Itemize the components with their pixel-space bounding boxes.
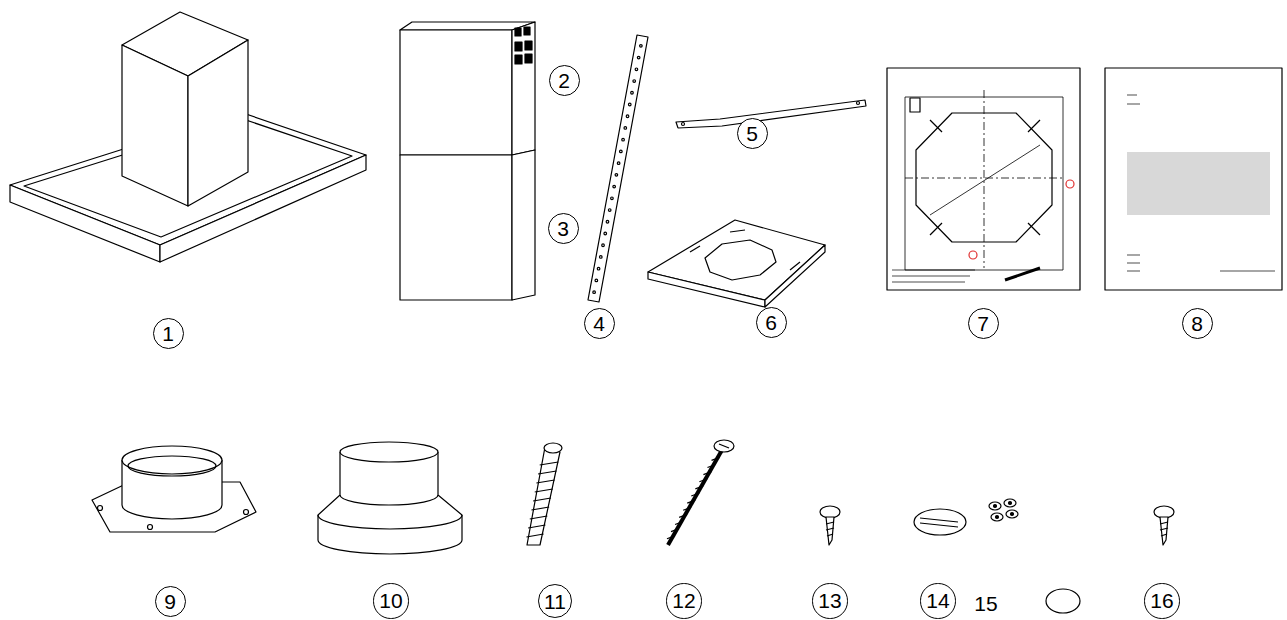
part-number: 15: [974, 593, 997, 614]
callout-number: 13: [812, 583, 847, 618]
plug-rib: [530, 516, 548, 519]
strip-hole: [613, 185, 616, 188]
callout-number: 12: [666, 583, 701, 618]
plug-rib: [540, 462, 559, 465]
chimney-cover: [400, 22, 535, 300]
mounting-plate: [648, 220, 825, 307]
plug-rib: [536, 480, 554, 483]
strip-hole: [593, 291, 596, 294]
screw-thread: [691, 493, 699, 496]
duct-flange: [92, 446, 256, 532]
strip-hole: [640, 45, 643, 48]
strip-hole: [602, 244, 605, 247]
strip-hole: [617, 162, 620, 165]
strip-hole: [595, 279, 598, 282]
strip-hole: [637, 56, 640, 59]
o-ring: [1046, 589, 1080, 613]
callout-number: 6: [756, 307, 787, 338]
screw-thread: [703, 472, 711, 475]
short-screw: [820, 506, 840, 545]
callout-number: 11: [538, 584, 572, 618]
strip-hole: [633, 80, 636, 83]
callout-number: 14: [920, 583, 955, 618]
duct-reducer: [318, 442, 462, 554]
callout-number: 2: [549, 65, 580, 96]
strip-hole: [628, 103, 631, 106]
plug-rib: [528, 525, 545, 528]
callout-number: 3: [548, 213, 579, 244]
screw-thread: [707, 465, 715, 468]
callout-number: 4: [584, 308, 615, 339]
washer: [989, 499, 1018, 521]
callout-number: 16: [1144, 583, 1179, 618]
mounting-strip: [588, 35, 648, 302]
strip-hole: [624, 127, 627, 130]
callout-number: 9: [155, 586, 186, 617]
callout-number: 7: [968, 308, 999, 339]
screw-thread: [675, 522, 683, 525]
screw-thread: [667, 536, 675, 539]
plug-rib: [526, 534, 543, 537]
screw-thread: [671, 529, 679, 532]
screw-thread: [683, 507, 691, 510]
screw-thread: [695, 486, 703, 489]
strip-hole: [631, 91, 634, 94]
cover-plate: [914, 509, 966, 535]
strip-hole: [611, 197, 614, 200]
strip-hole: [604, 232, 607, 235]
short-screw: [1154, 506, 1174, 545]
strip-hole: [608, 209, 611, 212]
strip-hole: [635, 68, 638, 71]
screw-thread: [699, 479, 707, 482]
plug-rib: [538, 471, 556, 474]
drilling-template: [887, 68, 1080, 290]
callout-number: 10: [373, 583, 408, 618]
plug-rib: [535, 489, 553, 492]
hood-body: [10, 12, 366, 262]
plug-rib: [533, 498, 551, 501]
strip-hole: [597, 267, 600, 270]
screw-thread: [712, 457, 720, 460]
strip-hole: [615, 174, 618, 177]
callout-number: 5: [737, 118, 768, 149]
callout-number: 1: [153, 318, 184, 349]
screw-thread: [687, 500, 695, 503]
strip-hole: [620, 150, 623, 153]
plug-rib: [531, 507, 549, 510]
long-screw: [667, 440, 734, 545]
wall-plug: [526, 443, 562, 545]
screw-thread: [679, 514, 687, 517]
strip-hole: [622, 138, 625, 141]
callout-number: 8: [1182, 308, 1213, 339]
strip-hole: [599, 256, 602, 259]
strip-hole: [626, 115, 629, 118]
u-bracket: [676, 100, 866, 128]
strip-hole: [606, 220, 609, 223]
instruction-manual: [1105, 68, 1282, 290]
